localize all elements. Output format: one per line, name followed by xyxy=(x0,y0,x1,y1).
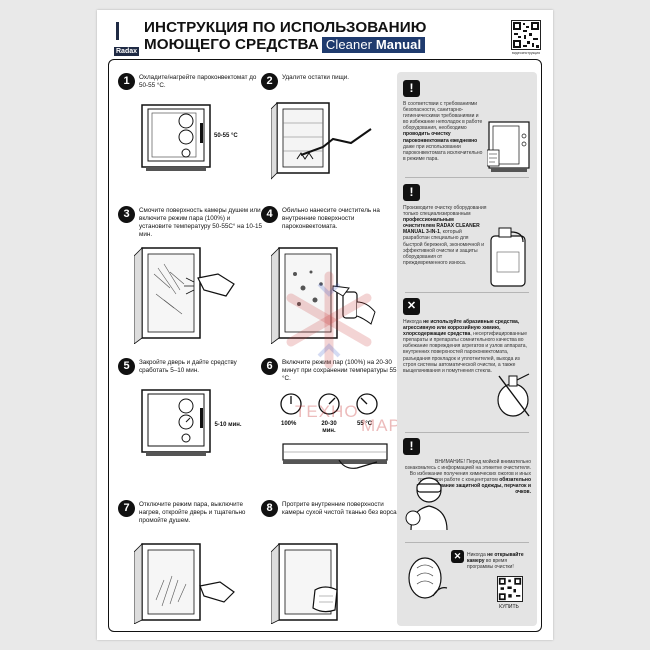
step-1-temperature: 50-55 °С xyxy=(214,133,238,139)
instruction-sheet: Radax ИНСТРУКЦИЯ ПО ИСПОЛЬЗОВАНИЮ МОЮЩЕГ… xyxy=(97,10,553,640)
step-6: 6 Включите режим пар (100%) на 20-30 мин… xyxy=(261,358,406,488)
oven-checklist-icon xyxy=(487,121,530,172)
step-text: Протрите внутренние поверхности камеры с… xyxy=(282,501,399,516)
qr-caption: видеоинструкция xyxy=(511,51,541,55)
step-number: 1 xyxy=(118,73,135,90)
protective-gear-icon xyxy=(405,477,448,531)
step-text: Смочите поверхность камеры душем или вкл… xyxy=(139,207,262,238)
step-number: 2 xyxy=(261,73,278,90)
step-text: Включите режим пар (100%) на 20-30 минут… xyxy=(282,359,397,382)
brand-logo: Radax xyxy=(114,22,140,60)
warning-icon-2: ! xyxy=(403,184,420,201)
buy-qr-code[interactable] xyxy=(497,576,523,602)
page-title: ИНСТРУКЦИЯ ПО ИСПОЛЬЗОВАНИЮ МОЮЩЕГО СРЕД… xyxy=(144,19,426,53)
step-3: 3 Смочите поверхность камеры душем или в… xyxy=(118,206,263,346)
title-line-2: МОЮЩЕГО СРЕДСТВА xyxy=(144,36,319,53)
watermark-text-left: ТЕХНО xyxy=(295,402,359,421)
content-frame: 1 Охладите/нагрейте пароконвектомат до 5… xyxy=(108,59,542,632)
step-1: 1 Охладите/нагрейте пароконвектомат до 5… xyxy=(118,73,263,193)
sidebar-block-prohibited-chemicals: Никогда не используйте абразивные средст… xyxy=(403,319,528,374)
step-number: 8 xyxy=(261,500,278,517)
step-8: 8 Протрите внутренние поверхности камеры… xyxy=(261,500,406,630)
sidebar-block-daily-cleaning: В соответствии с требованиями безопаснос… xyxy=(403,101,483,162)
step-number: 3 xyxy=(118,206,135,223)
step-4: 4 Обильно нанесите очиститель на внутрен… xyxy=(261,206,406,346)
step-6-duration: 20-30 мин. xyxy=(321,421,337,434)
oven-shower-icon xyxy=(134,247,235,344)
step-text: Охладите/нагрейте пароконвектомат до 50-… xyxy=(139,74,257,89)
oven-base-icon xyxy=(282,443,388,469)
product-name: Cleaner Manual xyxy=(321,36,426,53)
step-5: 5 Закройте дверь и дайте средству сработ… xyxy=(118,358,263,488)
step-text: Удалите остатки пищи. xyxy=(282,74,350,81)
oven-wipe-icon xyxy=(271,543,338,624)
oven-closed-timer-icon xyxy=(141,389,211,456)
step-text: Обильно нанесите очиститель на внутренни… xyxy=(282,207,380,230)
oven-spray-icon xyxy=(271,247,376,344)
sidebar-block-professional-cleaner: Производите очистку оборудования только … xyxy=(403,205,487,266)
step-number: 5 xyxy=(118,358,135,375)
buy-link[interactable]: КУПИТЬ xyxy=(499,604,519,610)
pressure-sprayer-icon xyxy=(497,373,530,417)
oven-closed-icon xyxy=(141,104,211,171)
step-6-steam-mode: 100% xyxy=(281,421,297,427)
title-line-1: ИНСТРУКЦИЯ ПО ИСПОЛЬЗОВАНИЮ xyxy=(144,19,427,36)
step-number: 7 xyxy=(118,500,135,517)
snowflake-watermark-icon xyxy=(286,271,372,369)
step-number: 6 xyxy=(261,358,278,375)
warning-icon-3: ! xyxy=(403,438,420,455)
sidebar-block-do-not-open: Никогда не открывайте камеру во время пр… xyxy=(467,552,524,571)
control-dials-icon xyxy=(280,393,378,415)
product-name-bold: Manual xyxy=(375,36,422,52)
hot-oven-hand-icon xyxy=(408,557,448,599)
prohibited-icon-2: ✕ xyxy=(451,550,464,563)
qr-code-icon xyxy=(511,20,541,50)
step-text: Закройте дверь и дайте средству сработат… xyxy=(139,359,237,374)
cleaner-canister-icon xyxy=(490,227,526,287)
prohibited-icon: ✕ xyxy=(403,298,420,315)
step-7: 7 Отключите режим пара, выключите нагрев… xyxy=(118,500,263,630)
step-number: 4 xyxy=(261,206,278,223)
step-2: 2 Удалите остатки пищи. xyxy=(261,73,406,193)
oven-rinse-icon xyxy=(134,543,235,624)
product-name-regular: Cleaner xyxy=(325,36,373,52)
sidebar-block-protection: ВНИМАНИЕ! Перед мойкой внимательно ознак… xyxy=(404,459,531,496)
oven-open-cleaning-icon xyxy=(271,102,372,180)
step-text: Отключите режим пара, выключите нагрев, … xyxy=(139,501,246,524)
step-5-duration: 5-10 мин. xyxy=(214,422,242,428)
step-6-temperature: 55 °С xyxy=(357,421,373,427)
safety-sidebar: ! В соответствии с требованиями безопасн… xyxy=(397,72,537,626)
warning-icon: ! xyxy=(403,80,420,97)
qr-code-icon xyxy=(498,577,522,601)
video-qr-code[interactable]: видеоинструкция xyxy=(511,20,541,55)
brand-name: Radax xyxy=(114,47,140,56)
